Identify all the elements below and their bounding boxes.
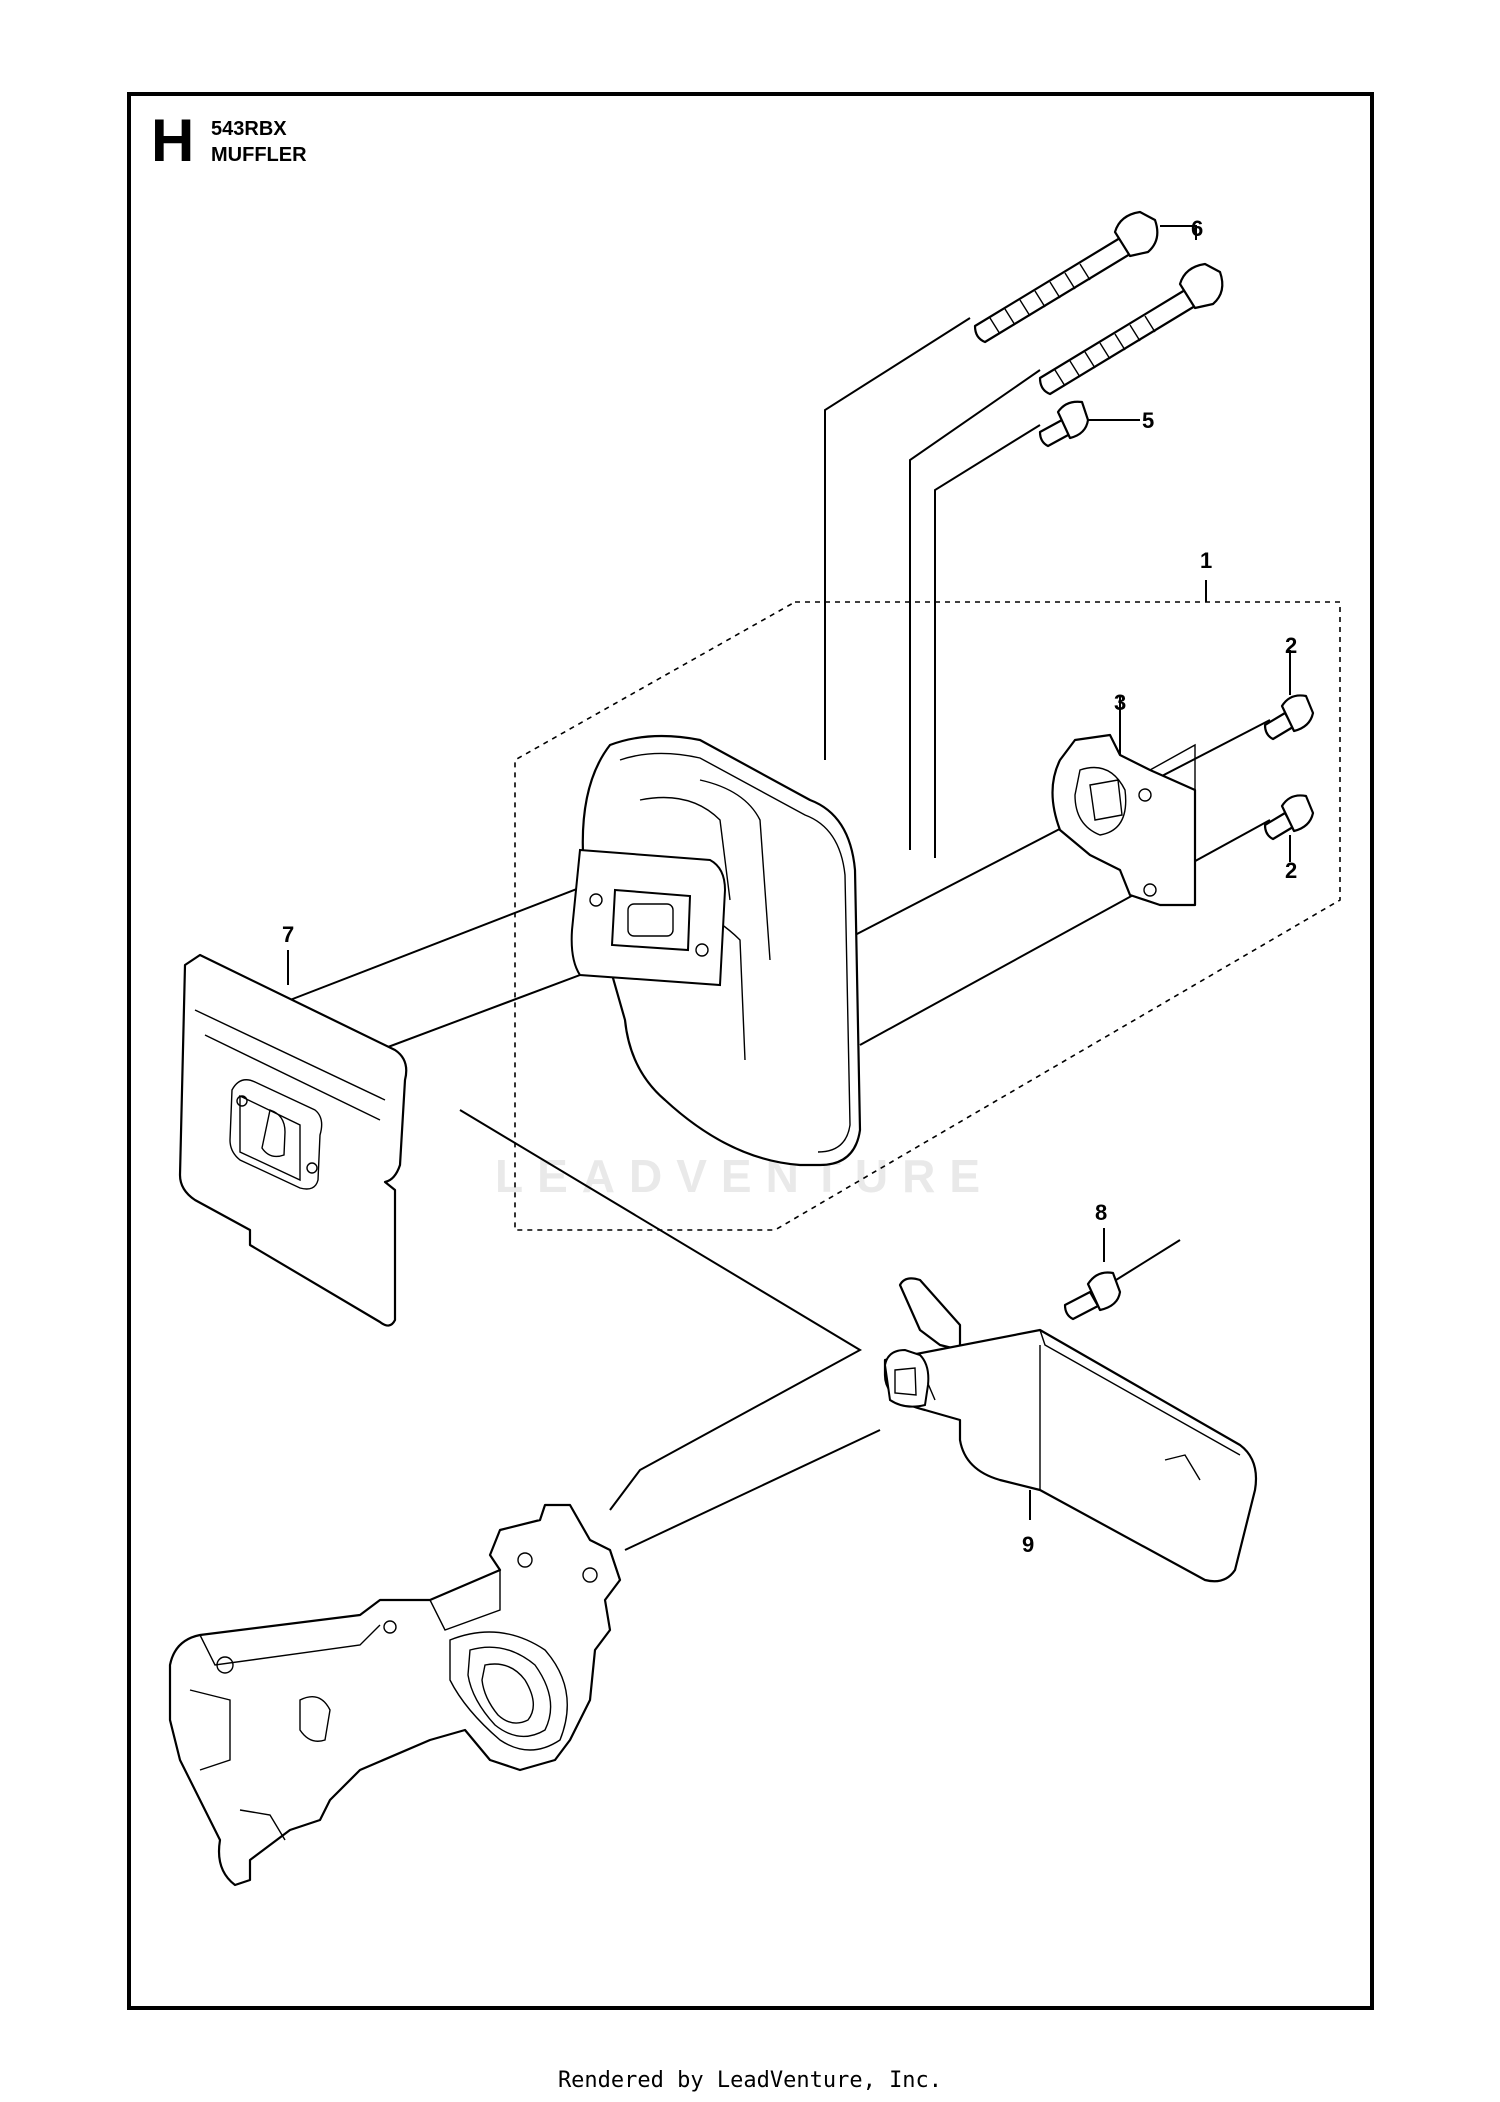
- muffler-body: [570, 734, 862, 1167]
- bolt-item-8: [1063, 1271, 1122, 1321]
- callouts: 6 5 1 2 3 2 7 8 9: [282, 216, 1297, 1557]
- callout-8: 8: [1095, 1200, 1107, 1225]
- callout-6: 6: [1191, 216, 1203, 241]
- diagram-frame: [127, 92, 1374, 2010]
- callout-1: 1: [1200, 548, 1212, 573]
- muffler-cover-item-9: [883, 1277, 1258, 1583]
- leader-lines: [289, 225, 1291, 1551]
- crankcase: [168, 1503, 622, 1887]
- section-title: MUFFLER: [211, 144, 307, 166]
- watermark: LEADVENTURE: [495, 1150, 994, 1202]
- render-credit: Rendered by LeadVenture, Inc.: [557, 2068, 943, 2093]
- screw-item-2-upper: [1263, 694, 1315, 741]
- screw-item-2-lower: [1263, 794, 1315, 841]
- callout-5: 5: [1142, 408, 1154, 433]
- section-letter: H: [151, 107, 195, 174]
- deflector-item-3: [1051, 733, 1197, 907]
- assembly-boundary: [514, 601, 1341, 1231]
- callout-2-lower: 2: [1285, 858, 1297, 883]
- screw-item-6: [973, 210, 1224, 396]
- gasket-plate-item-7: [178, 953, 408, 1327]
- model-number: 543RBX: [211, 118, 287, 140]
- callout-2-upper: 2: [1285, 633, 1297, 658]
- callout-7: 7: [282, 922, 294, 947]
- callout-3: 3: [1114, 690, 1126, 715]
- bolt-item-5: [1038, 400, 1090, 448]
- callout-9: 9: [1022, 1532, 1034, 1557]
